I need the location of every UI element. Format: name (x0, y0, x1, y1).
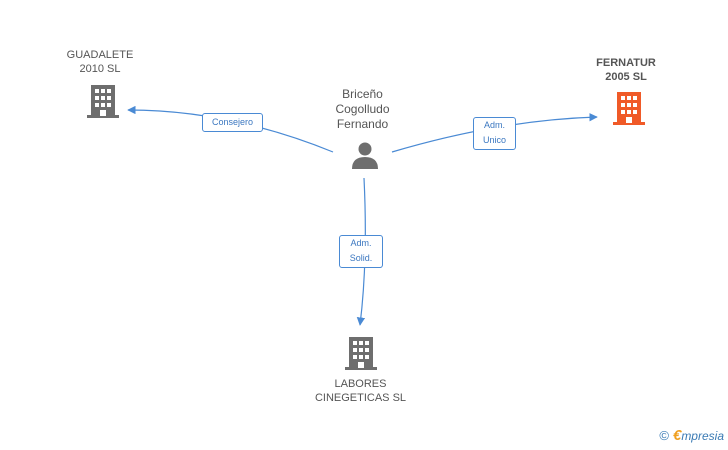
building-icon[interactable] (87, 83, 119, 119)
person-icon[interactable] (350, 140, 380, 170)
person-name[interactable]: Briceño Cogolludo Fernando (335, 87, 390, 131)
relation-label-adm-unico: Adm. Unico (473, 117, 516, 150)
company-label-labores[interactable]: LABORES CINEGETICAS SL (314, 378, 407, 404)
company-label-fernatur[interactable]: FERNATUR 2005 SL (596, 57, 656, 83)
relation-label-adm-solid: Adm. Solid. (339, 235, 383, 268)
logo-text: mpresia (681, 429, 724, 443)
building-icon[interactable] (613, 90, 645, 126)
company-label-guadalete[interactable]: GUADALETE 2010 SL (66, 49, 134, 75)
copyright-icon: © (659, 428, 669, 443)
logo-initial: € (672, 427, 682, 444)
empresia-logo: © €mpresia (659, 427, 724, 444)
relation-label-consejero: Consejero (202, 113, 263, 132)
building-icon[interactable] (345, 335, 377, 371)
